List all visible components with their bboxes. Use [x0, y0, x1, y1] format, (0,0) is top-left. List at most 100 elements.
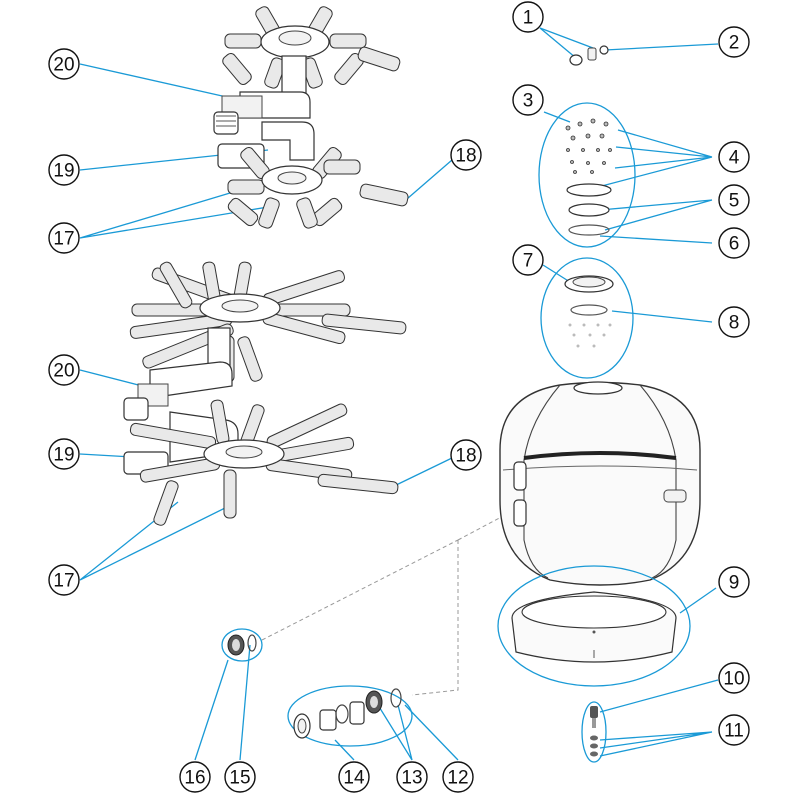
top-lateral-collector-small: [213, 6, 367, 135]
callout-label-13: 13: [401, 768, 422, 789]
leader-line-1: [539, 27, 577, 59]
upper-hub-small: [222, 6, 367, 89]
callout-15: 15: [224, 761, 256, 793]
callout-label-20-bottom: 20: [53, 361, 74, 382]
callout-13: 13: [396, 761, 428, 793]
callout-label-7: 7: [523, 251, 534, 272]
group-ring-3: [538, 102, 636, 248]
flange-bolts-8: [568, 323, 612, 348]
leader-line-17b: [79, 501, 226, 581]
callout-label-4: 4: [729, 148, 740, 169]
drain-plug-10: [590, 706, 598, 728]
cover-screws-1-2: [569, 45, 609, 66]
leader-line-20a: [79, 63, 241, 101]
callout-18-top: 18: [450, 139, 482, 171]
drain-washers-11: [590, 735, 598, 757]
callout-18-bottom: 18: [450, 439, 482, 471]
leader-line-18a: [399, 159, 453, 206]
leader-line-5: [599, 199, 713, 231]
upper-large-laterals: [129, 261, 351, 383]
callout-label-17-bottom: 17: [53, 571, 74, 592]
flange-gasket-8: [570, 304, 608, 316]
callout-label-1: 1: [523, 8, 534, 29]
leader-line-12: [404, 704, 459, 761]
lower-large-laterals: [129, 399, 355, 526]
callout-label-12: 12: [447, 768, 468, 789]
upper-lateral-collector-large: [123, 261, 351, 421]
leader-line-11: [599, 731, 713, 757]
leader-line-2: [604, 43, 719, 51]
spare-lateral-large-top: [321, 313, 407, 335]
callout-2: 2: [718, 26, 750, 58]
callout-label-18-bottom: 18: [455, 446, 476, 467]
leader-line-8: [611, 310, 713, 323]
leader-line-3: [543, 111, 571, 123]
leader-line-14: [334, 739, 355, 761]
callout-16: 16: [179, 761, 211, 793]
callout-3: 3: [512, 84, 544, 116]
union-assembly-14: [293, 701, 365, 739]
leader-line-4: [597, 129, 713, 188]
callout-9: 9: [718, 566, 750, 598]
callout-11: 11: [718, 714, 750, 746]
callout-6: 6: [718, 227, 750, 259]
lower-lateral-collector-large: [123, 399, 355, 526]
o-ring-15: [247, 634, 257, 652]
assembly-dashed-line-2: [457, 514, 506, 541]
leader-line-16: [194, 659, 229, 761]
spare-lateral-large-bottom: [317, 473, 399, 495]
callout-1: 1: [512, 1, 544, 33]
callout-label-14: 14: [343, 768, 365, 789]
leader-line-13: [377, 704, 413, 761]
callout-label-9: 9: [729, 573, 740, 594]
callout-19-bottom: 19: [48, 438, 80, 470]
callout-8: 8: [718, 306, 750, 338]
leader-line-1b: [539, 27, 594, 49]
o-ring-6: [568, 224, 610, 236]
upper-vertical-pipe: [281, 55, 307, 95]
callout-20-top: 20: [48, 48, 80, 80]
leader-line-10: [599, 679, 719, 713]
callout-label-20-top: 20: [53, 55, 74, 76]
callout-label-19-bottom: 19: [53, 445, 74, 466]
cover-nuts-bolts-4: [565, 118, 612, 174]
callout-label-2: 2: [729, 33, 740, 54]
callout-19-top: 19: [48, 154, 80, 186]
filter-tank: [499, 381, 701, 586]
tank-base-9: [511, 591, 677, 663]
group-ring-15-16: [221, 628, 263, 662]
callout-5: 5: [718, 184, 750, 216]
cover-lid-5: [568, 203, 610, 217]
spare-lateral-small-bottom: [359, 183, 409, 207]
callout-10: 10: [718, 662, 750, 694]
leader-line-6: [599, 235, 713, 244]
callout-12: 12: [442, 761, 474, 793]
flange-assembly-7: [564, 275, 614, 293]
callout-label-18-top: 18: [455, 146, 476, 167]
group-ring-9: [497, 565, 691, 687]
upper-large-elbow: [149, 361, 233, 399]
leader-line-18b: [389, 457, 453, 489]
leader-line-15: [239, 644, 251, 761]
callout-14: 14: [338, 761, 370, 793]
group-ring-7: [540, 257, 634, 379]
spare-lateral-small-top: [357, 46, 401, 72]
callout-label-3: 3: [523, 91, 534, 112]
callout-label-17-top: 17: [53, 229, 74, 250]
callout-label-19-top: 19: [53, 161, 74, 182]
callout-label-11: 11: [724, 721, 744, 742]
callout-label-5: 5: [729, 191, 740, 212]
union-nut-16: [227, 634, 245, 656]
callout-17-bottom: 17: [48, 564, 80, 596]
callout-7: 7: [512, 244, 544, 276]
leader-line-9: [679, 587, 717, 614]
o-ring-12: [390, 688, 402, 708]
callout-4: 4: [718, 141, 750, 173]
callout-label-10: 10: [723, 669, 744, 690]
mid-elbow: [261, 121, 315, 161]
group-ring-10-11: [581, 701, 607, 763]
lower-lateral-collector-small: [217, 121, 361, 229]
union-nut-13: [365, 690, 383, 714]
assembly-dashed-line: [261, 539, 459, 696]
